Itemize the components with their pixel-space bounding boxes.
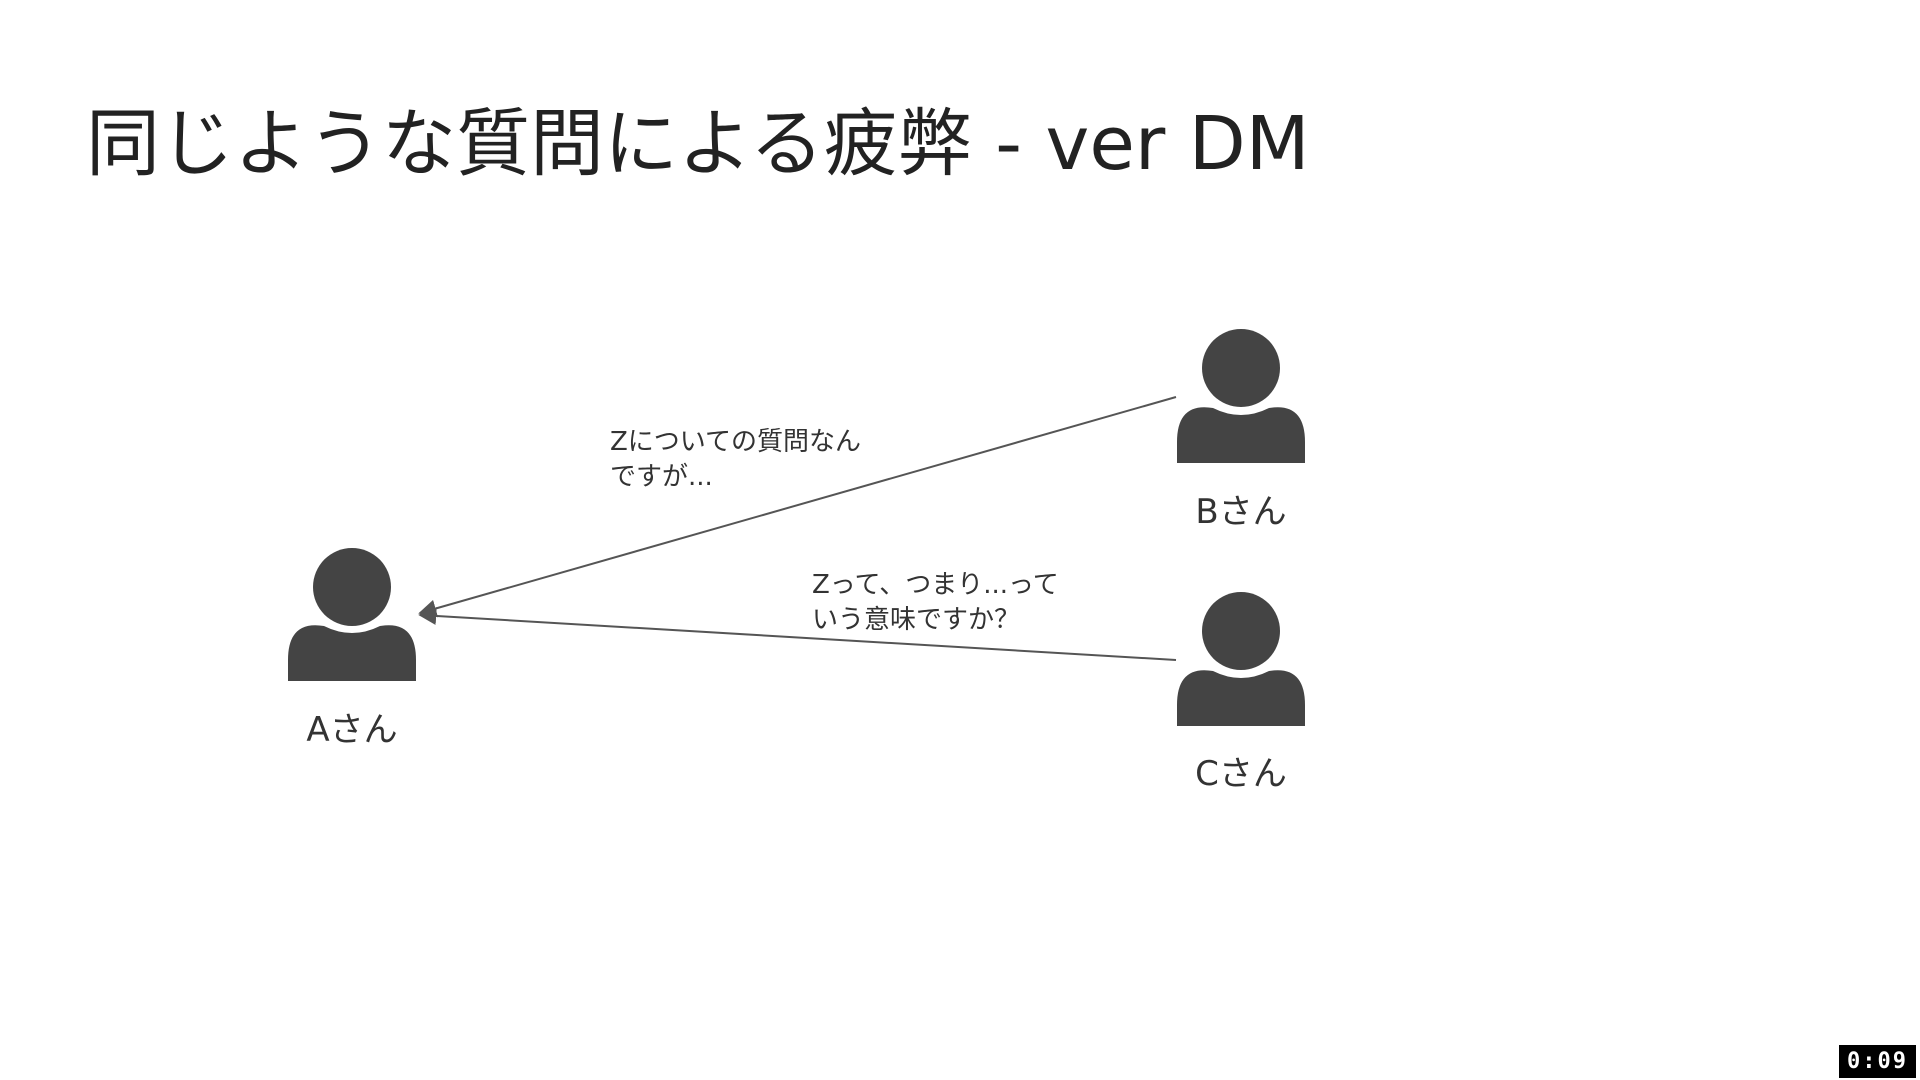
message-from-c: Zって、つまり...って いう意味ですか？ — [812, 568, 1059, 638]
person-c-icon — [1177, 592, 1305, 726]
arrow-b-to-a — [418, 396, 1177, 618]
person-a-label: Aさん — [306, 710, 398, 750]
message-from-b-line2: ですが... — [610, 462, 713, 493]
video-timer: 0:09 — [1839, 1045, 1916, 1078]
person-a-icon — [288, 548, 416, 681]
message-from-b: Zについての質問なん ですが... — [610, 425, 861, 495]
person-b-icon — [1177, 329, 1305, 463]
message-from-b-line1: Zについての質問なん — [610, 427, 862, 457]
message-from-c-line1: Zって、つまり...って — [812, 570, 1059, 600]
slide-title: 同じような質問による疲弊 - ver DM — [86, 101, 1310, 187]
arrow-c-to-a — [418, 606, 1177, 661]
person-c-label: Cさん — [1195, 754, 1287, 794]
message-from-c-line2: いう意味ですか？ — [812, 605, 1021, 636]
person-b-label: Bさん — [1195, 492, 1287, 532]
